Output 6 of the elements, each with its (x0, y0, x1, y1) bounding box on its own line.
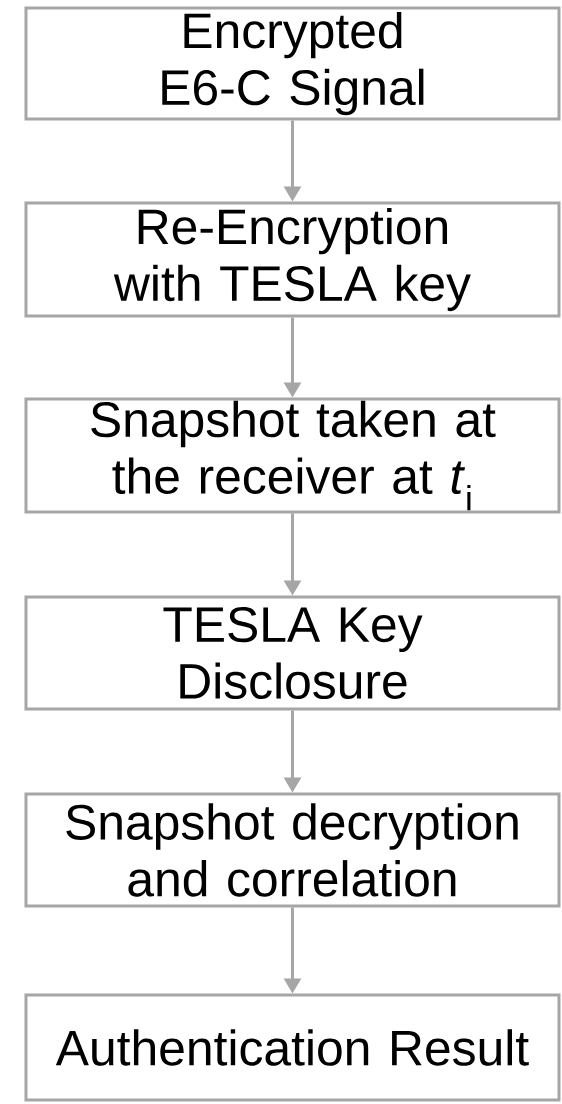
process-box: Encrypted E6-C Signal (24, 6, 561, 121)
process-box: Re-Encryption with TESLA key (24, 201, 561, 318)
process-box: TESLA Key Disclosure (24, 595, 561, 711)
process-box: Snapshot taken at the receiver at t$_{i}$ (24, 397, 561, 514)
process-box: Authentication Result (24, 993, 561, 1102)
process-box: Snapshot decryption and correlation (24, 792, 561, 908)
